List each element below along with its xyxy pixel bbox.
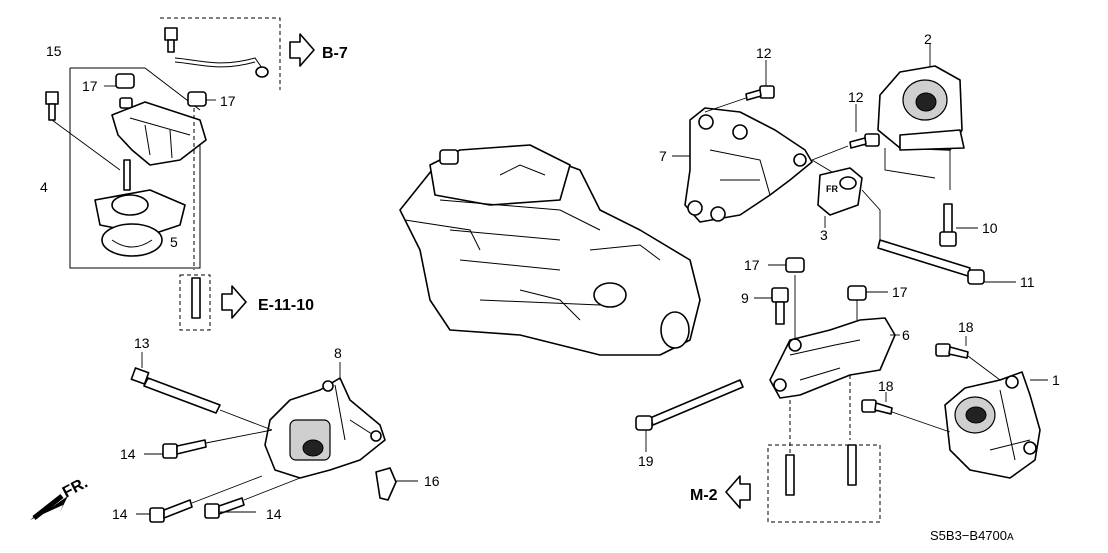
ref-b7[interactable]: B-7 [322,45,348,62]
bolt-13 [130,352,273,431]
bolt-9 [754,287,789,325]
callout-13: 13 [134,335,150,351]
bolt-19 [635,379,744,452]
mount-2 [877,44,965,190]
bolt-10 [939,203,978,247]
arrow-m2 [725,475,751,509]
callout-10: 10 [982,220,998,236]
callout-19: 19 [638,453,654,469]
diagram-code-main: S5B3−B4700 [930,528,1007,543]
callout-18-upper: 18 [958,319,974,335]
mount-5 [94,189,186,257]
callout-17-center-b: 17 [892,284,908,300]
stud-bolt [191,277,201,319]
ground-cable [164,27,269,78]
callout-9: 9 [741,290,749,306]
callout-17-center-a: 17 [744,257,760,273]
mount-1 [944,371,1048,479]
arrow-b7 [289,33,315,67]
mount-8 [264,362,386,479]
stud-m2-left [785,454,795,496]
bolt-18-lower [861,392,951,433]
front-marker: FR. [60,474,91,501]
nut-17-right [187,91,216,107]
bolt-11 [877,239,1016,285]
ref-e1110[interactable]: E-11-10 [258,297,314,314]
diagram-code: S5B3−B4700A [930,528,1014,543]
callout-1: 1 [1052,372,1060,388]
callout-17-left: 17 [82,78,98,94]
callout-8: 8 [334,345,342,361]
callout-12-right: 12 [848,89,864,105]
clip-16 [375,467,418,501]
upper-bracket [111,101,207,166]
callout-14-lower-left: 14 [112,506,128,522]
callout-2: 2 [924,31,932,47]
upper-left-group [45,17,281,331]
nut-17-center-b [847,285,888,320]
callout-18-lower: 18 [878,378,894,394]
front-tag: FR [826,184,838,194]
callout-3: 3 [820,227,828,243]
engine-block [399,144,701,356]
nut-17-left [104,73,135,109]
bracket-7 [672,107,849,223]
bracket-6 [769,317,900,470]
callout-14-lower-right: 14 [266,506,282,522]
callout-12-left: 12 [756,45,772,61]
diagram-code-suffix: A [1007,532,1014,543]
bolt-18-upper [935,336,1001,381]
mount-stud [123,159,131,191]
bolt-14-lower-right [204,477,301,519]
bolt-14-lower-left [136,475,263,523]
arrow-e1110 [221,285,247,319]
ref-m2[interactable]: M-2 [690,487,718,504]
callout-5: 5 [170,234,178,250]
callout-6: 6 [902,327,910,343]
callout-11: 11 [1020,274,1035,290]
bolt-12-right [849,104,880,149]
stud-m2-right [847,444,857,486]
callout-15: 15 [46,43,62,59]
bolt-15 [45,91,121,171]
mount-3 [817,167,881,240]
dashed-box-e1110 [179,274,211,331]
nut-17-center-a [768,257,805,340]
callout-7: 7 [659,148,667,164]
callout-4: 4 [40,179,48,195]
bolt-14-upper [144,429,273,459]
dashed-box-m2 [767,444,881,523]
callout-14-upper: 14 [120,446,136,462]
bolt-12-left [704,60,775,113]
callout-17-right: 17 [220,93,236,109]
callout-16: 16 [424,473,440,489]
